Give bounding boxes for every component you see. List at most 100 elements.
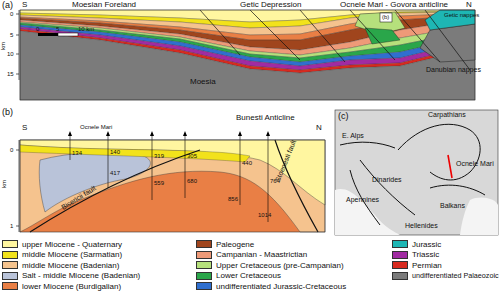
thrust-front: [340, 142, 395, 148]
figure-label: Dinarides: [372, 176, 402, 183]
figure-label: km: [1, 180, 7, 188]
scale-bar: [58, 33, 78, 36]
figure-label: km: [0, 42, 6, 50]
legend-swatch: [196, 282, 212, 290]
salt-body: [39, 152, 150, 212]
legend-swatch: [196, 261, 212, 269]
figure-label: Carpathians: [428, 111, 466, 118]
figure-label: N: [466, 1, 472, 9]
well-symbol: [266, 131, 270, 136]
legend-swatch: [2, 272, 18, 280]
figure-label: 5: [56, 26, 59, 32]
anticline-core: [365, 28, 400, 44]
figure-label: Ocnele Mari - Govora anticline: [340, 1, 448, 9]
figure-label: 417: [110, 170, 120, 176]
well-trace: [240, 133, 241, 205]
legend-swatch: [392, 251, 408, 259]
thrust-front: [430, 185, 485, 195]
scale-bar: [38, 33, 58, 36]
legend-text: Lower Cretaceous: [216, 272, 281, 280]
thrust-fault: [395, 10, 440, 62]
figure-label: (b): [382, 14, 389, 20]
figure-label: 559: [154, 180, 164, 186]
figure-label: 680: [187, 178, 197, 184]
figure-label: Getic Depression: [240, 1, 301, 9]
figure-label: S: [22, 124, 27, 132]
well-symbol: [68, 131, 72, 136]
well-symbol: [106, 131, 110, 136]
legend-swatch: [392, 261, 408, 269]
section-frame: [20, 10, 475, 100]
well-trace: [108, 133, 109, 188]
legend-swatch: [2, 282, 18, 290]
figure-label: Danubian nappes: [426, 66, 481, 73]
strata-layer: [20, 31, 475, 100]
figure-label: Moesia: [190, 78, 216, 86]
figure-label: E. Alps: [342, 132, 364, 139]
figure-label: Bunesti Anticline: [236, 114, 295, 122]
figure-label: Apennines: [346, 196, 379, 203]
axis-tick: [16, 150, 19, 151]
figure-label: 5: [10, 32, 13, 38]
legend-text: Campanian - Maastrictian: [216, 251, 307, 259]
well-trace: [152, 133, 153, 200]
legend-swatch: [2, 261, 18, 269]
figure-label: (c): [338, 112, 349, 121]
lower-miocene: [20, 140, 325, 232]
legend-text: lower Miocene (Burdigalian): [22, 283, 121, 291]
figure-label: Hellenides: [405, 222, 438, 229]
legend-text: middle Miocene (Badenian): [22, 262, 119, 270]
thrust-front: [398, 124, 480, 180]
inset-box: [380, 13, 392, 22]
figure-label: 10 km: [78, 26, 94, 32]
axis-tick: [16, 14, 19, 15]
legend-text: upper Miocene - Quaternary: [22, 241, 122, 249]
figure-label: 440: [242, 160, 252, 166]
figure-label: 10: [7, 51, 14, 57]
well-symbol: [238, 131, 242, 136]
axis-tick: [16, 74, 19, 75]
legend-text: undifferentiated Palaeozoic: [412, 272, 499, 279]
figure-label: Getic nappes: [444, 12, 479, 18]
legend-text: undifferentiated Jurassic-Cretaceous: [216, 283, 346, 291]
legend-swatch: [392, 240, 408, 248]
axis-tick: [16, 226, 19, 227]
figure-label: Moesian Foreland: [72, 1, 136, 9]
sarmatian-layer: [20, 145, 250, 162]
badenian-layer: [20, 140, 325, 232]
thrust-fault: [250, 10, 300, 60]
thrust-front: [360, 160, 415, 215]
well-trace: [268, 133, 269, 222]
section-trace: [448, 155, 452, 178]
well-symbol: [183, 131, 187, 136]
legend-swatch: [196, 240, 212, 248]
figure-label: (a): [2, 1, 13, 10]
danubian-nappe: [420, 24, 475, 62]
legend-swatch: [2, 240, 18, 248]
well-trace: [185, 133, 186, 198]
axis-tick: [16, 35, 19, 36]
legend-text: Upper Cretaceous (pre-Campanian): [216, 262, 344, 270]
thrust-fault: [300, 10, 345, 62]
legend-text: middle Miocene (Sarmatian): [22, 251, 122, 259]
legend-swatch: [196, 251, 212, 259]
figure-label: 856: [228, 196, 238, 202]
thrust-fault: [425, 10, 470, 70]
figure-label: 319: [154, 153, 164, 159]
figure-label: 0: [10, 147, 13, 153]
sea: [460, 198, 498, 235]
depth-axis: [19, 140, 20, 232]
legend-text: Paleogene: [216, 241, 254, 249]
figure-label: 1014: [258, 212, 271, 218]
legend-swatch: [2, 251, 18, 259]
figure-label: N: [316, 124, 322, 132]
depth-axis: [19, 10, 20, 80]
figure-label: (b): [2, 108, 13, 117]
fault-line: [30, 150, 200, 232]
legend-text: Salt - middle Miocene (Badenian): [22, 272, 140, 280]
figure-label: Ocnele Mari: [80, 124, 112, 130]
figure-label: 1: [10, 223, 13, 229]
well-symbol: [150, 131, 154, 136]
